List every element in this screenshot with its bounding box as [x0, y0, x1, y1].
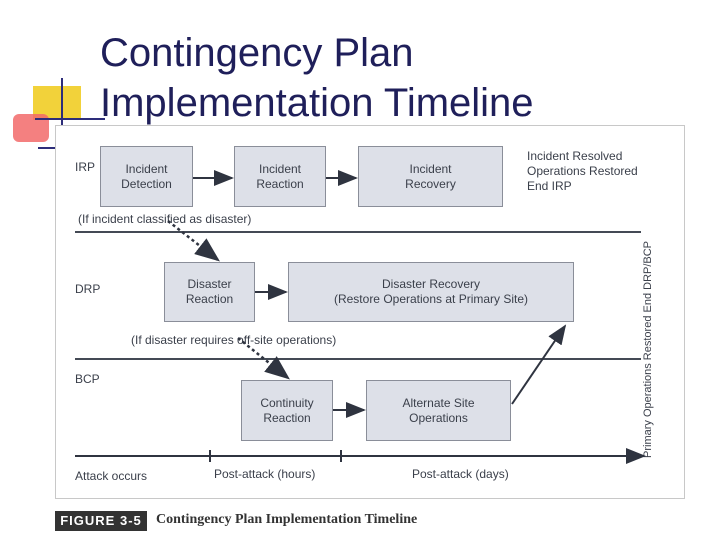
box-disaster-reaction: Disaster Reaction	[164, 262, 255, 322]
disaster-condition-note: (If incident classified as disaster)	[78, 212, 252, 226]
slide-title-line1: Contingency Plan	[100, 31, 414, 75]
slide-title: Contingency Plan Implementation Timeline	[100, 28, 534, 128]
box-incident-detection: Incident Detection	[100, 146, 193, 207]
row-label-irp: IRP	[75, 160, 96, 174]
box-disaster-recovery: Disaster Recovery (Restore Operations at…	[288, 262, 574, 322]
timeline-attack-occurs: Attack occurs	[75, 469, 148, 483]
divider-drp-bcp	[75, 358, 641, 360]
irp-end-note: Incident Resolved Operations Restored En…	[527, 149, 638, 193]
offsite-condition-note: (If disaster requires off-site operation…	[131, 333, 337, 347]
row-label-drp: DRP	[75, 282, 101, 296]
arrow-incident-to-disaster	[167, 220, 220, 262]
timeline-post-attack-days: Post-attack (days)	[412, 467, 509, 481]
arrow-alternate-to-disaster-recovery	[511, 324, 567, 405]
slide-title-line2: Implementation Timeline	[100, 81, 534, 125]
divider-irp-drp	[75, 231, 641, 233]
box-incident-recovery: Incident Recovery	[358, 146, 503, 207]
box-alternate-site-operations: Alternate Site Operations	[366, 380, 511, 441]
decor-vertical-line	[61, 78, 63, 140]
figure-caption-text: Contingency Plan Implementation Timeline	[156, 512, 418, 527]
timeline-post-attack-hours: Post-attack (hours)	[214, 467, 316, 481]
box-continuity-reaction: Continuity Reaction	[241, 380, 333, 441]
box-incident-reaction: Incident Reaction	[234, 146, 326, 207]
decor-bullet-line	[38, 147, 58, 149]
row-label-bcp: BCP	[75, 372, 100, 386]
decor-horizontal-line	[35, 118, 105, 120]
figure-caption-tag: FIGURE 3-5	[55, 511, 147, 531]
arrow-disaster-to-continuity	[237, 337, 290, 380]
